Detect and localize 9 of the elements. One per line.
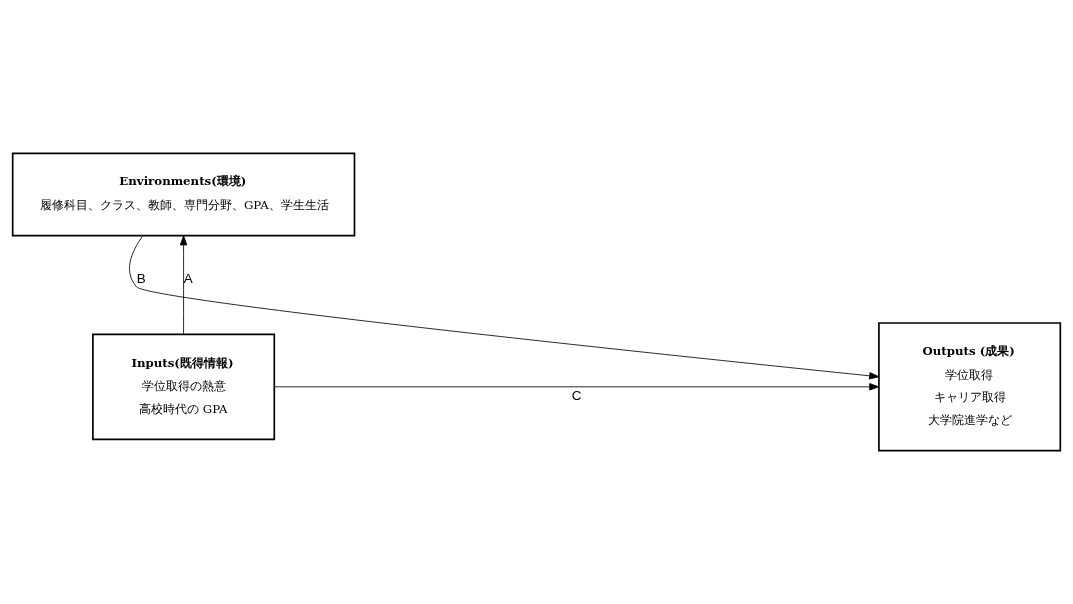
arrow: [274, 383, 880, 391]
edge-label: B: [136, 270, 146, 286]
node-box: Inputs(既得情報) 学位取得の熱意 高校時代の GPA: [92, 333, 276, 441]
arrow: [129, 235, 880, 380]
node-box: Outputs (成果) 学位取得 キャリア取得 大学院進学など: [878, 322, 1062, 452]
edge-label: A: [183, 270, 193, 286]
arrow: [179, 235, 188, 335]
edge-label: C: [571, 388, 582, 404]
node-box: Environments(環境) 履修科目、クラス、教師、専門分野、GPA、学生生活: [11, 152, 356, 237]
